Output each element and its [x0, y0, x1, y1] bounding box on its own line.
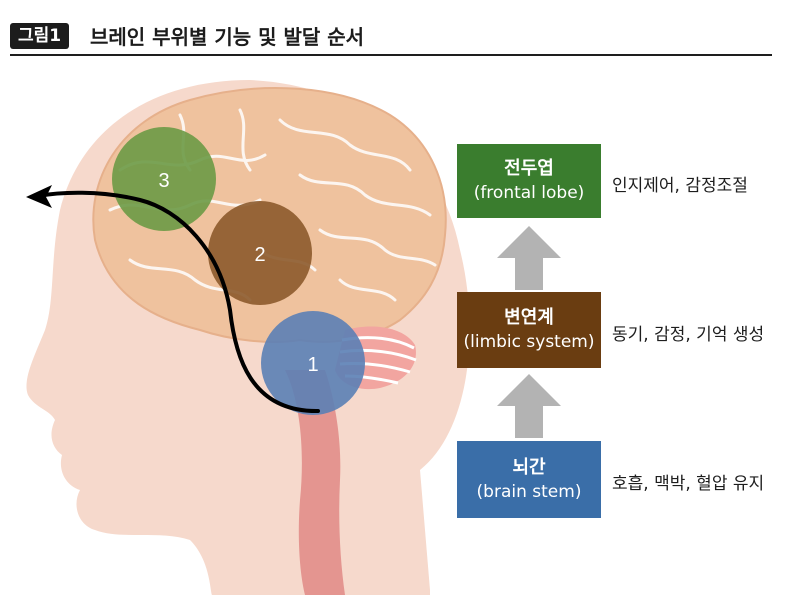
frontal-lobe-function: 인지제어, 감정조절 — [612, 176, 748, 196]
up-arrow-icon — [497, 226, 561, 290]
region-number-2: 2 — [254, 244, 265, 266]
region-number-1: 1 — [307, 354, 318, 376]
figure-badge: 그림1 — [10, 23, 70, 49]
development-arrow — [36, 190, 320, 414]
development-arrowhead — [26, 185, 52, 208]
figure-header: 그림1 브레인 부위별 기능 및 발달 순서 — [10, 20, 772, 56]
region-number-3: 3 — [158, 170, 169, 192]
region-circle-2 — [208, 201, 312, 305]
box-frontal-lobe: 전두엽 (frontal lobe) — [457, 144, 601, 218]
brain-stem-name: 뇌간 — [512, 456, 546, 478]
up-arrow-icon — [497, 374, 561, 438]
box-brain-stem: 뇌간 (brain stem) — [457, 441, 601, 518]
limbic-system-name: 변연계 — [504, 307, 554, 328]
figure-title: 브레인 부위별 기능 및 발달 순서 — [90, 25, 365, 49]
box-limbic-system: 변연계 (limbic system) — [457, 292, 601, 368]
region-circle-1 — [261, 311, 365, 415]
frontal-lobe-english: (frontal lobe) — [473, 183, 585, 203]
brain-stem-english: (brain stem) — [476, 481, 582, 502]
brain-stem-function: 호흡, 맥박, 혈압 유지 — [612, 474, 765, 494]
frontal-lobe-name: 전두엽 — [504, 158, 554, 179]
limbic-system-english: (limbic system) — [463, 332, 595, 352]
limbic-system-function: 동기, 감정, 기억 생성 — [612, 325, 765, 345]
spinal-cord — [285, 370, 345, 595]
region-circle-3 — [112, 127, 216, 231]
